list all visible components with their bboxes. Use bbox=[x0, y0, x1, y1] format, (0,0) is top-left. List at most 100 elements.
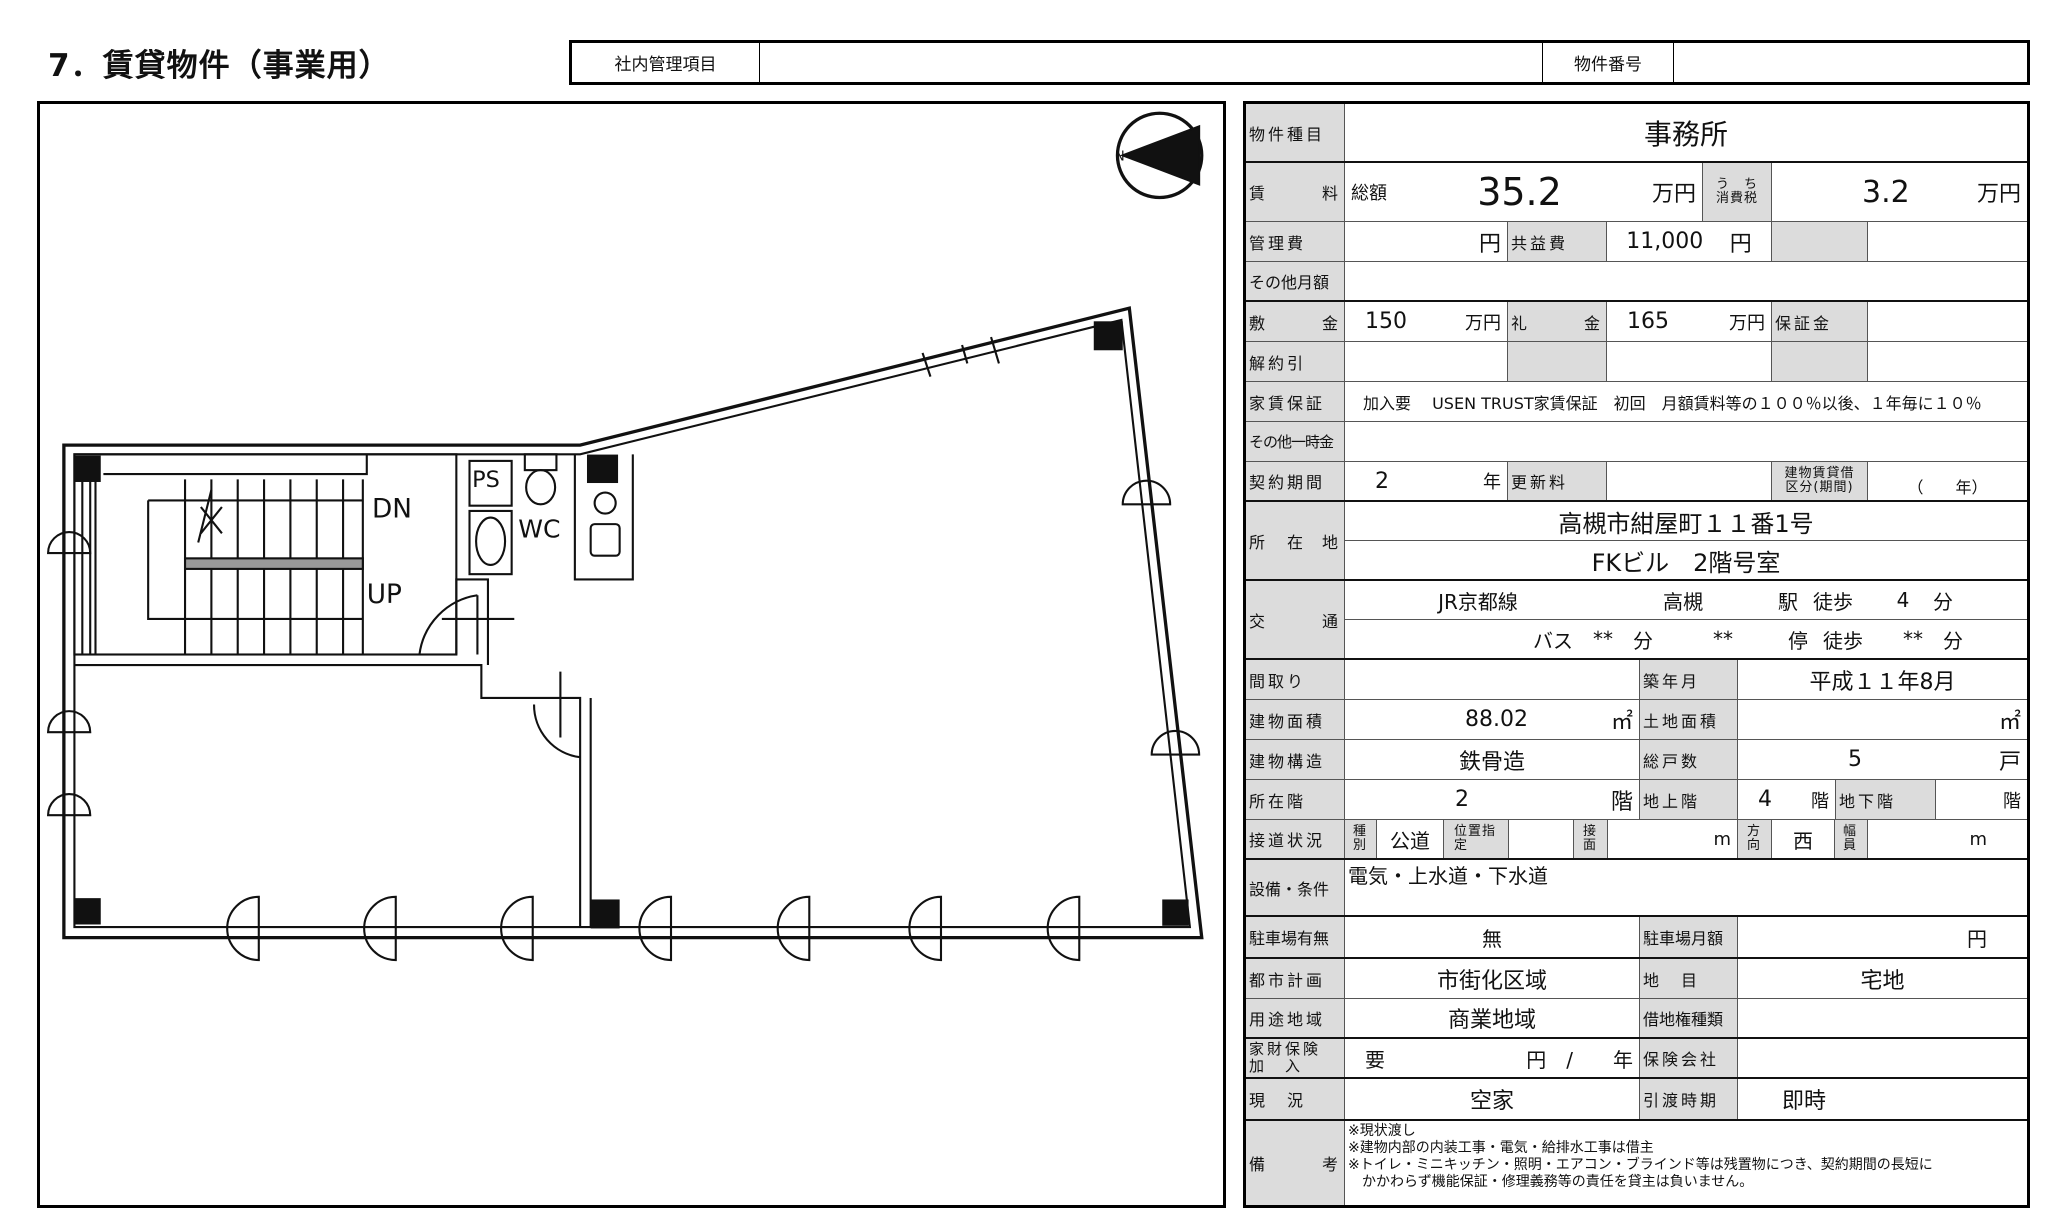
row-rent: 賃料 総額 35.2 万円 う ち消費税 3.2 万円 bbox=[1246, 163, 2027, 222]
rent-unit: 万円 bbox=[1651, 182, 1696, 207]
row-other-once: その他一時金 bbox=[1246, 422, 2027, 462]
company-label: 保険会社 bbox=[1640, 1039, 1738, 1077]
common-label: 共益費 bbox=[1508, 222, 1607, 261]
units-unit: 戸 bbox=[1998, 749, 2021, 775]
guarantee-label: 保証金 bbox=[1772, 302, 1868, 341]
access-label-a: 交 bbox=[1249, 611, 1269, 631]
stop-walk-unit: 分 bbox=[1943, 628, 1963, 653]
address-label-b: 地 bbox=[1321, 532, 1341, 552]
remarks-label-a: 備 bbox=[1249, 1155, 1269, 1174]
road-width-unit: m bbox=[1969, 828, 1987, 850]
floor-plan: N DN UP PS WC bbox=[37, 101, 1226, 1208]
columns bbox=[74, 321, 1189, 929]
company-value bbox=[1738, 1039, 2027, 1077]
windows bbox=[47, 336, 1201, 962]
layout-label: 間取り bbox=[1246, 660, 1345, 699]
leasehold-label: 借地権種類 bbox=[1640, 999, 1738, 1037]
walk-min-unit: 分 bbox=[1933, 589, 1953, 614]
facilities-value: 電気・上水道・下水道 bbox=[1348, 864, 1548, 888]
above-value: 4 bbox=[1758, 787, 1772, 812]
road-kind: 公道 bbox=[1377, 820, 1444, 858]
road-label: 接道状況 bbox=[1246, 820, 1345, 858]
insurance-label-2: 加 入 bbox=[1249, 1057, 1304, 1075]
row-access: 交通 JR京都線 高槻 駅 徒歩 4 分 バス ** 分 ** 停 徒歩 ** … bbox=[1246, 581, 2027, 660]
tax-label-2: 消費税 bbox=[1715, 191, 1758, 206]
common-value: 11,000 bbox=[1626, 229, 1704, 254]
floor-value: 2 bbox=[1455, 787, 1469, 812]
remarks-line: ※建物内部の内装工事・電気・給排水工事は借主 bbox=[1348, 1140, 1654, 1156]
row-rent-guarantee: 家賃保証 加入要 USEN TRUST家賃保証 初回 月額賃料等の１００％以後、… bbox=[1246, 382, 2027, 422]
remarks-line: ※トイレ・ミニキッチン・照明・エアコン・ブラインド等は残置物につき、契約期間の長… bbox=[1348, 1157, 1933, 1173]
guarantee-value bbox=[1868, 302, 2027, 341]
property-no-value[interactable] bbox=[1674, 43, 2027, 82]
parking-label: 駐車場有無 bbox=[1246, 917, 1345, 957]
rent-total-label: 総額 bbox=[1351, 183, 1387, 204]
cancel-value bbox=[1345, 342, 1508, 381]
tax-label-1: う ち bbox=[1715, 177, 1758, 192]
zoning-value: 商業地域 bbox=[1345, 999, 1640, 1037]
walk-label: 徒歩 bbox=[1813, 589, 1853, 614]
mgmt-label: 管理費 bbox=[1246, 222, 1345, 261]
property-no-label: 物件番号 bbox=[1543, 43, 1674, 82]
units-label: 総戸数 bbox=[1640, 740, 1738, 779]
facilities-label: 設備・条件 bbox=[1246, 860, 1345, 915]
built-value: 平成１１年8月 bbox=[1809, 669, 1956, 695]
rent-guarantee-value: 加入要 USEN TRUST家賃保証 初回 月額賃料等の１００％以後、１年毎に１… bbox=[1363, 393, 1982, 413]
rent-label-b: 料 bbox=[1321, 184, 1341, 203]
road-dir: 西 bbox=[1772, 820, 1835, 858]
kind-label-1: 建物賃貸借 bbox=[1784, 466, 1855, 481]
structure-label: 建物構造 bbox=[1246, 740, 1345, 779]
road-dir-label: 方向 bbox=[1738, 820, 1772, 858]
access-label-b: 通 bbox=[1321, 611, 1341, 631]
other-once-value bbox=[1345, 422, 2027, 461]
row-status: 現 況 空家 引渡時期 即時 bbox=[1246, 1079, 2027, 1121]
row-insurance: 家財保険加 入 要円 /年 保険会社 bbox=[1246, 1039, 2027, 1079]
structure-value: 鉄骨造 bbox=[1345, 740, 1640, 779]
internal-value[interactable] bbox=[760, 43, 1543, 82]
bus-min: ** bbox=[1593, 627, 1613, 651]
svg-text:N: N bbox=[1115, 150, 1125, 165]
kind-label-2: 区分(期間) bbox=[1785, 480, 1854, 495]
key-unit: 万円 bbox=[1729, 312, 1765, 334]
stop-walk-min: ** bbox=[1903, 627, 1923, 651]
city-value: 市街化区域 bbox=[1345, 959, 1640, 998]
remarks-line: かかわらず機能保証・修理義務等の責任を貸主は負いません。 bbox=[1348, 1174, 1754, 1190]
above-label: 地上階 bbox=[1640, 780, 1738, 819]
contract-label: 契約期間 bbox=[1246, 462, 1345, 500]
row-parking: 駐車場有無 無 駐車場月額 円 bbox=[1246, 917, 2027, 959]
stop-suffix: 停 bbox=[1788, 628, 1808, 653]
built-label: 築年月 bbox=[1640, 660, 1738, 699]
renew-label: 更新料 bbox=[1508, 462, 1607, 500]
mgmt-unit: 円 bbox=[1478, 231, 1501, 257]
rent-guarantee-label: 家賃保証 bbox=[1246, 382, 1345, 421]
land-unit: ㎡ bbox=[1998, 709, 2021, 735]
floor-unit: 階 bbox=[1610, 789, 1633, 815]
internal-label: 社内管理項目 bbox=[572, 43, 760, 82]
handover-label: 引渡時期 bbox=[1640, 1079, 1738, 1119]
road-pos-label: 位置指定 bbox=[1444, 820, 1509, 858]
other-monthly-value bbox=[1345, 262, 2027, 300]
stop-walk-label: 徒歩 bbox=[1823, 628, 1863, 653]
rent-label-a: 賃 bbox=[1249, 184, 1269, 203]
stairwell bbox=[73, 453, 458, 656]
row-layout: 間取り 築年月 平成１１年8月 bbox=[1246, 660, 2027, 700]
address-line2: FKビル 2階号室 bbox=[1591, 548, 1781, 577]
bus-stop: ** bbox=[1713, 627, 1733, 651]
area-value: 88.02 bbox=[1465, 707, 1528, 732]
insurance-value: 要 bbox=[1365, 1047, 1385, 1072]
cancel-label: 解約引 bbox=[1246, 342, 1345, 381]
wc-label: WC bbox=[518, 514, 560, 543]
row-road: 接道状況 種別 公道 位置指定 接面 m 方向 西 幅員 m bbox=[1246, 820, 2027, 860]
rent-total: 35.2 bbox=[1477, 170, 1562, 214]
ps-label: PS bbox=[472, 467, 500, 493]
row-address: 所 在地 高槻市紺屋町１１番1号 FKビル 2階号室 bbox=[1246, 502, 2027, 581]
insurance-year: 年 bbox=[1613, 1047, 1633, 1072]
row-other-monthly: その他月額 bbox=[1246, 262, 2027, 302]
deposit-value: 150 bbox=[1365, 309, 1407, 334]
renew-value bbox=[1607, 462, 1772, 500]
